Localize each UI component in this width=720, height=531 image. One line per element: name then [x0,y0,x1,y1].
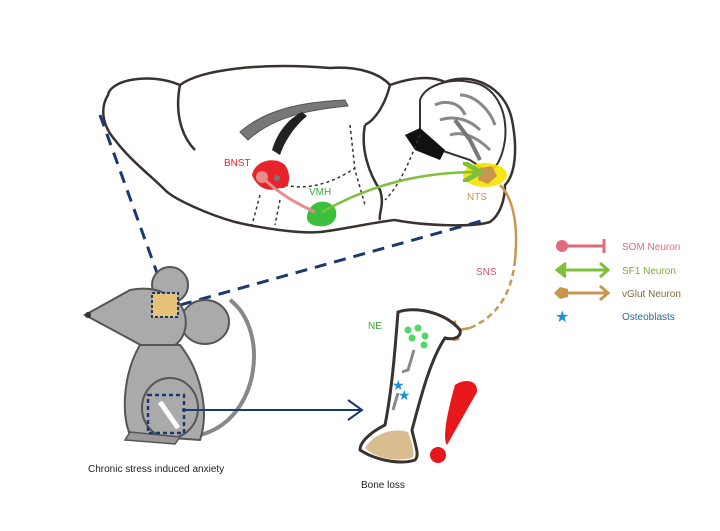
svg-text:★: ★ [392,377,405,393]
svg-text:★: ★ [398,387,411,403]
bone-illustration: ★ ★ [358,308,462,464]
alert-exclamation-icon [430,380,478,463]
cerebellum [405,80,507,174]
vmh-label: VMH [309,187,331,198]
leg-to-bone-arrow [182,399,364,421]
sns-pathway-dashed [469,259,517,330]
star-icon: ★ [555,309,569,326]
mouse-illustration [82,266,256,445]
double-arrow-icon [554,261,611,279]
mouse-caption: Chronic stress induced anxiety [88,464,224,475]
pentagon-arrow-icon [554,284,611,302]
bnst-label: BNST [224,158,251,169]
legend: SOM Neuron SF1 Neuron vGlut Neuron ★ Ost… [554,239,681,326]
legend-label: SF1 Neuron [622,266,676,277]
sns-label: SNS [476,267,497,278]
legend-label: vGlut Neuron [622,289,681,300]
sns-pathway [499,184,518,261]
som-projection [261,176,316,214]
legend-item-sf1: SF1 Neuron [554,261,676,279]
mouse-leg-highlight [146,393,186,435]
bone-caption: Bone loss [361,480,405,491]
circle-bar-inhibitory-icon [556,239,606,253]
nts-label: NTS [467,192,487,203]
legend-item-vglut: vGlut Neuron [554,284,681,302]
mouse-brain-highlight [151,292,179,318]
brain-illustration [102,64,517,234]
legend-item-osteoblasts: ★ Osteoblasts [555,309,675,326]
legend-label: Osteoblasts [622,312,675,323]
ne-label: NE [368,321,382,332]
legend-item-som: SOM Neuron [556,239,680,253]
zoom-indicator-lines [98,114,486,307]
sf1-projection [321,172,478,214]
legend-label: SOM Neuron [622,242,680,253]
